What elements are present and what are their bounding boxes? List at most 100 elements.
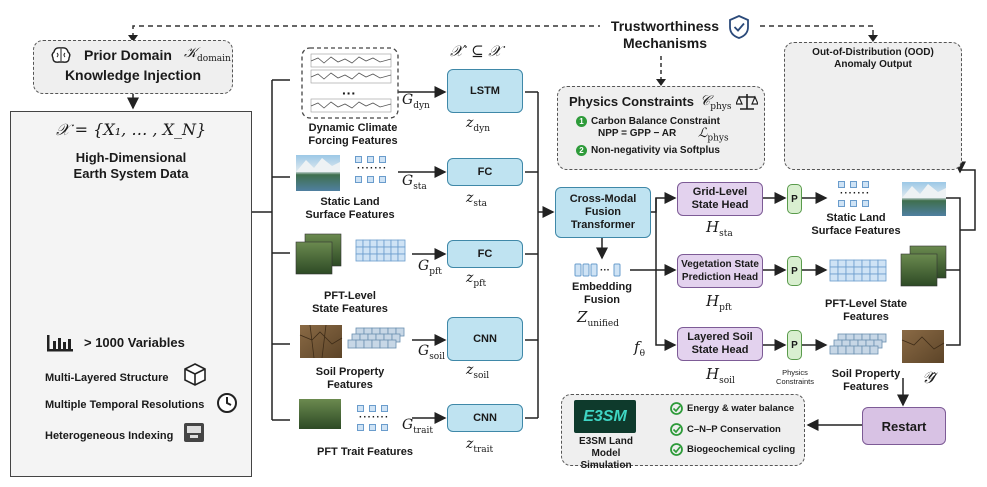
pc-line-2: Constraints	[776, 377, 814, 386]
g-pft-sub: pft	[429, 266, 442, 277]
encoder-soil-line-1: Soil Property	[315, 366, 385, 378]
e3sm-label: E3SM Land Model Simulation	[564, 436, 648, 472]
head-soil-line-1: Layered Soil	[687, 331, 753, 343]
encoder-pft-line-1: PFT-Level	[324, 290, 376, 302]
lstm-module: LSTM	[447, 69, 523, 113]
out-static-label: Static Land Surface Features	[806, 212, 906, 238]
check-circle-icon	[670, 402, 683, 415]
g-soil-math: Gsoil	[418, 343, 445, 362]
physics-item-2-text: Non-negativity via Softplus	[591, 145, 720, 157]
z-soil-math: zsoil	[466, 362, 490, 381]
p-box-3: P	[787, 330, 802, 360]
encoder-label-soil: Soil Property Features	[290, 366, 410, 392]
static-land-image	[296, 155, 340, 191]
out-static-line-1: Static Land	[826, 212, 886, 224]
prior-domain-line2: Knowledge Injection	[64, 67, 202, 83]
head-grid-line-2: State Head	[691, 199, 749, 211]
prior-domain-math: 𝒦domain	[184, 45, 231, 64]
trust-link-left	[132, 25, 600, 38]
variables-count: > 1000 Variables	[84, 335, 185, 350]
g-dyn-math: Gdyn	[402, 92, 430, 111]
encoder-pft-line-2: State Features	[312, 303, 388, 315]
ood-box	[784, 42, 962, 170]
subset-math: 𝒳′ ⊆ 𝒳	[450, 42, 502, 60]
svg-text:···: ···	[600, 265, 610, 276]
prop-indexing: Heterogeneous Indexing	[45, 430, 174, 442]
badge-one: 1	[576, 116, 587, 127]
cube-icon	[184, 363, 206, 386]
set-definition-math: 𝒳 = {X₁, … , X_N}	[55, 120, 207, 139]
z-sta-math: zsta	[466, 190, 487, 209]
cross-modal-fusion-block	[555, 187, 651, 238]
h-soil-sub: soil	[719, 376, 735, 386]
check-circle-icon	[670, 423, 683, 436]
g-sta-sub: sta	[413, 181, 427, 192]
z-unified-math: Zunified	[577, 308, 619, 329]
trust-link-right	[760, 25, 874, 38]
ood-line-1: Out-of-Distribution (OOD)	[812, 47, 934, 58]
encoder-sta-line-2: Surface Features	[305, 209, 395, 221]
encoder-label-sta: Static Land Surface Features	[290, 196, 410, 222]
out-pft-label: PFT-Level State Features	[816, 298, 916, 324]
cnn-module-soil: CNN	[447, 317, 523, 361]
trait-forest-image	[299, 399, 341, 429]
soil-layer-icon	[347, 327, 405, 349]
z-pft-math: zpft	[466, 270, 487, 289]
fusion-block-label: Cross-Modal Fusion Transformer	[555, 193, 651, 232]
g-soil-sub: soil	[429, 351, 445, 362]
g-dyn-sub: dyn	[413, 100, 430, 111]
bar-chart-icon	[47, 335, 73, 352]
p-box-1: P	[787, 184, 802, 214]
g-sta-math: Gsta	[402, 173, 427, 192]
prop-temporal: Multiple Temporal Resolutions	[45, 399, 205, 411]
embedding-line-2: Fusion	[583, 294, 621, 306]
encoder-label-pft: PFT-Level State Features	[290, 290, 410, 316]
c-phys-math: 𝒞phys	[700, 93, 732, 112]
h-sta-sub: sta	[719, 229, 733, 239]
g-pft-math: Gpft	[418, 258, 442, 277]
physics-constraints-box	[557, 86, 765, 170]
z-dyn-math: zdyn	[466, 115, 491, 134]
clock-icon	[217, 393, 237, 413]
cnn-module-trait: CNN	[447, 404, 523, 432]
earth-title-line-2: Earth System Data	[73, 166, 189, 181]
head-veg-line-1: Vegetation State	[681, 259, 759, 270]
prop-multi-layered: Multi-Layered Structure	[45, 372, 169, 384]
l-phys-math: ℒphys	[698, 126, 729, 144]
e3sm-item-3: Biogeochemical cycling	[687, 444, 796, 455]
h-pft-sub: pft	[719, 303, 732, 313]
trust-line-2: Mechanisms	[622, 35, 708, 51]
restart-block: Restart	[862, 407, 946, 445]
static-dots: ·······	[357, 163, 388, 174]
encoder-dyn-line-1: Dynamic Climate	[308, 122, 398, 134]
fusion-line-3: Transformer	[570, 219, 636, 231]
archive-tray-icon	[184, 423, 204, 442]
f-theta-f: f	[634, 338, 640, 356]
head-grid-line-1: Grid-Level	[692, 186, 748, 198]
h-sta-math: Hsta	[706, 218, 733, 239]
z-pft-sub: pft	[473, 278, 487, 289]
balance-scale-icon	[736, 94, 758, 110]
ood-title: Out-of-Distribution (OOD) Anomaly Output	[784, 47, 962, 71]
out-static-land-image	[902, 182, 946, 216]
embedding-tokens-icon: ···	[574, 263, 621, 277]
h-soil-math: Hsoil	[706, 365, 735, 386]
e3sm-item-1: Energy & water balance	[687, 403, 795, 414]
f-theta-sub: θ	[639, 349, 645, 359]
z-sta-sub: sta	[473, 198, 487, 209]
brain-icon	[51, 47, 71, 63]
out-soil-label: Soil Property Features	[816, 368, 916, 394]
ood-line-2: Anomaly Output	[834, 59, 912, 70]
soil-image	[300, 325, 342, 358]
g-trait-sub: trait	[413, 425, 433, 436]
pft-grid-icon	[355, 239, 406, 262]
encoder-dyn-line-2: Forcing Features	[308, 135, 398, 147]
pft-forest-image-front	[295, 241, 333, 275]
y-hat-math: 𝒴̂	[922, 368, 935, 387]
e3sm-item-2: C–N–P Conservation	[687, 424, 781, 435]
encoder-soil-line-2: Features	[327, 379, 373, 391]
